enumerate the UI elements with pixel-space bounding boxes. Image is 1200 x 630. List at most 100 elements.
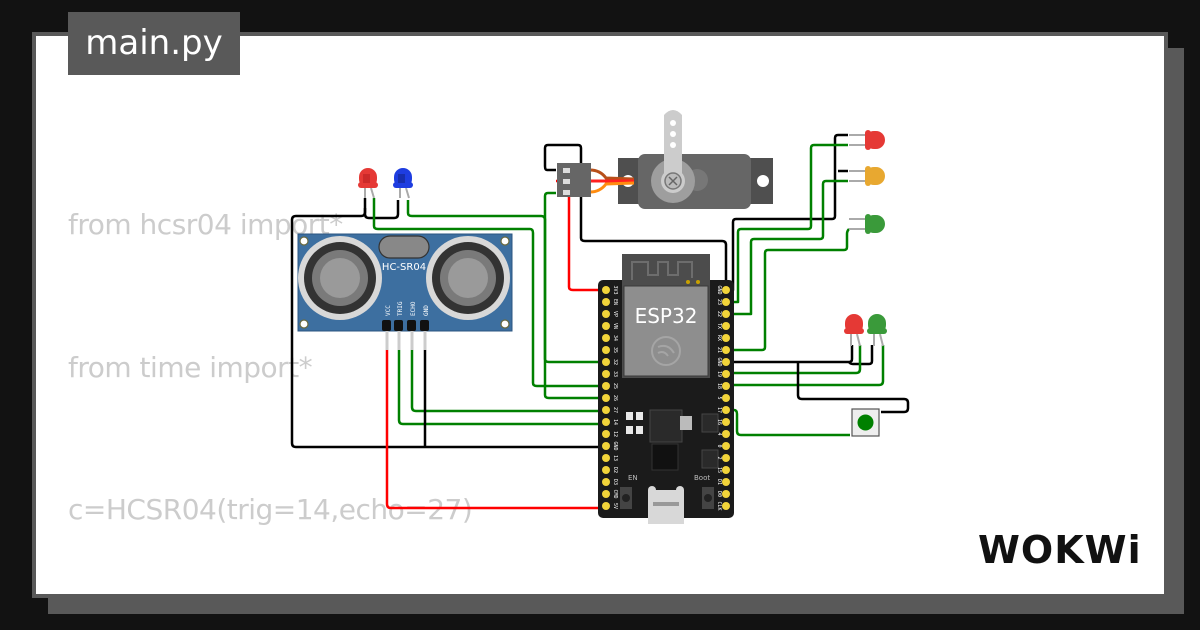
pin-right-19[interactable]	[722, 370, 730, 378]
pin-left-vn[interactable]	[602, 322, 610, 330]
code-line: from time import*	[68, 350, 313, 384]
pin-right-21[interactable]	[722, 346, 730, 354]
pin-left-35[interactable]	[602, 346, 610, 354]
wires	[290, 133, 910, 510]
pin-left-26[interactable]	[602, 394, 610, 402]
wire[interactable]	[726, 345, 862, 375]
pin-left-14[interactable]	[602, 418, 610, 426]
blue-led[interactable]	[393, 168, 413, 199]
pin-left-en[interactable]	[602, 298, 610, 306]
espressif-logo-icon	[651, 336, 681, 366]
pin-left-32[interactable]	[602, 358, 610, 366]
pin-label: 23	[716, 299, 722, 305]
pedestrian-red-led[interactable]	[844, 314, 864, 347]
wire[interactable]	[847, 345, 874, 366]
pin-right-15[interactable]	[722, 466, 730, 474]
pin-right-4[interactable]	[722, 430, 730, 438]
pin-label: 2	[716, 456, 722, 459]
en-label: EN	[628, 474, 638, 482]
pin-label: ECHO	[410, 301, 417, 316]
pin-right-d0[interactable]	[722, 490, 730, 498]
pin-left-12[interactable]	[602, 430, 610, 438]
wire[interactable]	[726, 133, 848, 292]
code-preview: from hcsr04 import* from time import* c=…	[68, 106, 473, 594]
pin-left-27[interactable]	[602, 406, 610, 414]
pin-left-vp[interactable]	[602, 310, 610, 318]
chip-label: ESP32	[635, 304, 698, 328]
traffic-green-led[interactable]	[849, 214, 885, 234]
pin-left-33[interactable]	[602, 370, 610, 378]
pin-left-d2[interactable]	[602, 466, 610, 474]
pin-label: GND	[423, 305, 430, 316]
usb-port[interactable]	[648, 490, 684, 524]
pin-right-17[interactable]	[722, 406, 730, 414]
pin-left-d3[interactable]	[602, 478, 610, 486]
wire[interactable]	[397, 350, 606, 426]
pin-label: TX	[716, 323, 722, 329]
wire[interactable]	[726, 345, 854, 364]
pin-left-gnd[interactable]	[602, 442, 610, 450]
wire[interactable]	[726, 143, 848, 304]
pin-right-gnd[interactable]	[722, 358, 730, 366]
wire[interactable]	[543, 191, 606, 364]
pin-right-18[interactable]	[722, 382, 730, 390]
traffic-red-led[interactable]	[849, 130, 885, 150]
pin-right-23[interactable]	[722, 298, 730, 306]
pin-label: TRIG	[397, 301, 404, 316]
pin-label: 33	[612, 371, 618, 377]
wire[interactable]	[372, 198, 606, 388]
pin-label: EN	[612, 299, 618, 305]
pin-right-2[interactable]	[722, 454, 730, 462]
pin-label: 26	[612, 395, 618, 401]
pin-left-3v3[interactable]	[602, 286, 610, 294]
pedestrian-green-led[interactable]	[867, 314, 887, 347]
pin-right-clk[interactable]	[722, 502, 730, 510]
pin-label: GND	[612, 441, 618, 450]
servo-motor[interactable]	[557, 110, 773, 209]
wire[interactable]	[726, 408, 850, 437]
file-name-tab[interactable]: main.py	[68, 12, 240, 75]
pushbutton[interactable]	[851, 408, 880, 437]
pin-right-0[interactable]	[722, 442, 730, 450]
pin-left-13[interactable]	[602, 454, 610, 462]
pin-label: 3V3	[612, 285, 618, 294]
pin-label: D1	[716, 479, 722, 485]
wire[interactable]	[726, 345, 885, 387]
pin-left-25[interactable]	[602, 382, 610, 390]
wire[interactable]	[363, 200, 400, 220]
wire[interactable]	[385, 350, 606, 510]
pin-label: 4	[716, 432, 722, 435]
transducer-left	[298, 236, 382, 320]
wire[interactable]	[543, 143, 728, 290]
ultrasonic-sensor[interactable]: HC-SR04 VCC TRIG ECHO GND	[297, 233, 513, 350]
pin-right-22[interactable]	[722, 310, 730, 318]
pin-label: 5V	[612, 503, 618, 509]
pin-label: D0	[716, 491, 722, 497]
red-led[interactable]	[358, 168, 378, 199]
pin-label: VP	[612, 311, 618, 317]
wire[interactable]	[726, 179, 848, 316]
pin-right-5[interactable]	[722, 394, 730, 402]
pin-right-gnd[interactable]	[722, 286, 730, 294]
pin-left-5v[interactable]	[602, 502, 610, 510]
pin-right-rx[interactable]	[722, 334, 730, 342]
pin-left-cmd[interactable]	[602, 490, 610, 498]
wire[interactable]	[726, 228, 850, 352]
pin-label: 18	[716, 383, 722, 389]
pin-label: 13	[612, 455, 618, 461]
wire[interactable]	[796, 362, 910, 414]
pin-right-d1[interactable]	[722, 478, 730, 486]
pin-label: 14	[612, 419, 618, 425]
pin-label: D2	[612, 467, 618, 473]
pin-right-tx[interactable]	[722, 322, 730, 330]
wire[interactable]	[410, 350, 606, 413]
traffic-yellow-led[interactable]	[849, 166, 885, 186]
pin-label: VN	[612, 323, 618, 329]
pin-left-34[interactable]	[602, 334, 610, 342]
boot-label: Boot	[694, 474, 710, 482]
esp32-board[interactable]: ESP32 EN Boot 3V3ENVPVN34353233252627141…	[598, 254, 734, 524]
pin-label: 5	[716, 396, 722, 399]
pin-right-16[interactable]	[722, 418, 730, 426]
